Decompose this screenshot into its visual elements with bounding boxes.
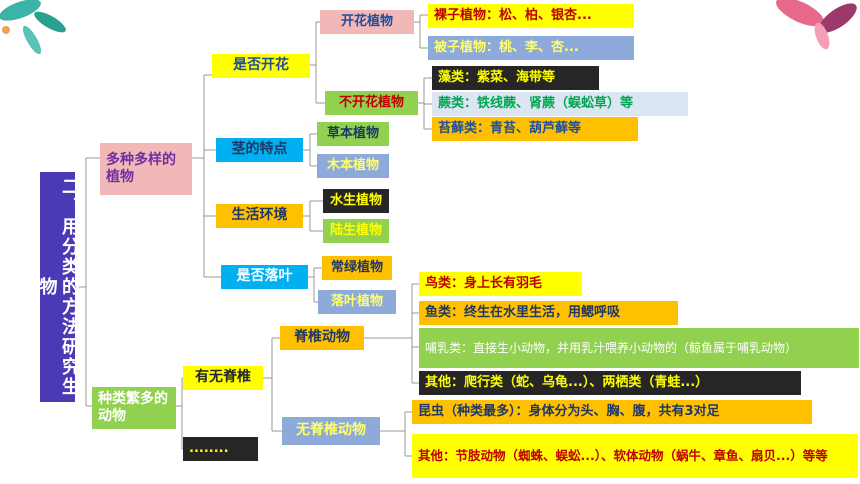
leaf-angiosperm-label: 被子植物：桃、李、杏... <box>434 39 579 55</box>
leaf-moss-label: 苔藓类：青苔、葫芦藓等 <box>438 120 582 136</box>
leaf-woody: 木本植物 <box>317 154 389 178</box>
leaf-fern: 蕨类：铁线蕨、肾蕨（蜈蚣草）等 <box>432 92 688 116</box>
node-invertebrates: 无脊椎动物 <box>282 417 380 445</box>
node-leaf-question-label: 是否落叶 <box>236 268 293 285</box>
node-plants: 多种多样的植物 <box>100 143 192 195</box>
leaf-mammals-label: 哺乳类：直接生小动物，并用乳汁喂养小动物的（鲸鱼属于哺乳动物） <box>425 340 798 355</box>
node-leaf-question: 是否落叶 <box>221 265 308 289</box>
leaf-birds-label: 鸟类：身上长有羽毛 <box>425 275 543 291</box>
leaf-evergreen: 常绿植物 <box>322 256 392 280</box>
leaf-aquatic: 水生植物 <box>323 189 389 213</box>
leaf-deciduous: 落叶植物 <box>318 290 396 314</box>
leaf-fish: 鱼类：终生在水里生活，用鳃呼吸 <box>419 301 678 325</box>
leaf-algae-label: 藻类：紫菜、海带等 <box>438 69 556 85</box>
node-habitat-question-label: 生活环境 <box>231 207 288 224</box>
node-vertebrates: 脊椎动物 <box>280 326 364 350</box>
leaf-mammals: 哺乳类：直接生小动物，并用乳汁喂养小动物的（鲸鱼属于哺乳动物） <box>419 328 859 368</box>
leaf-terrestrial-label: 陆生植物 <box>329 222 382 238</box>
leaf-other-invertebrates-label: 其他：节肢动物（蜘蛛、蜈蚣...）、软体动物（蜗牛、章鱼、扇贝...）等等 <box>418 448 828 464</box>
node-habitat-question: 生活环境 <box>216 204 303 228</box>
leaf-decoration-left <box>0 0 66 55</box>
leaf-angiosperm: 被子植物：桃、李、杏... <box>428 36 634 60</box>
leaf-gymnosperm: 裸子植物：松、柏、银杏... <box>428 4 634 28</box>
node-plants-label: 多种多样的植物 <box>106 151 176 186</box>
node-invertebrates-label: 无脊椎动物 <box>296 422 366 439</box>
leaf-herb: 草本植物 <box>317 122 389 146</box>
leaf-terrestrial: 陆生植物 <box>323 219 389 243</box>
node-vertebrates-label: 脊椎动物 <box>294 329 350 346</box>
node-flower-question-label: 是否开花 <box>233 57 289 74</box>
node-flower-question: 是否开花 <box>212 54 310 78</box>
leaf-fish-label: 鱼类：终生在水里生活，用鳃呼吸 <box>425 304 621 320</box>
node-animals: 种类繁多的动物 <box>92 387 176 429</box>
leaf-birds: 鸟类：身上长有羽毛 <box>419 272 582 296</box>
node-flowering-label: 开花植物 <box>340 13 393 29</box>
leaf-gymnosperm-label: 裸子植物：松、柏、银杏... <box>434 7 592 23</box>
leaf-woody-label: 木本植物 <box>326 157 379 173</box>
leaf-other-vertebrates-label: 其他：爬行类（蛇、乌龟...）、两栖类（青蛙...） <box>425 374 709 390</box>
leaf-algae: 藻类：紫菜、海带等 <box>432 66 599 90</box>
root-title-text: 二、用分类的方法研究生物 <box>36 177 81 397</box>
node-animals-label: 种类繁多的动物 <box>98 390 168 425</box>
node-stem-question-label: 茎的特点 <box>231 141 288 158</box>
node-more-label: ........ <box>189 440 229 456</box>
leaf-other-vertebrates: 其他：爬行类（蛇、乌龟...）、两栖类（青蛙...） <box>419 371 801 395</box>
node-nonflowering-label: 不开花植物 <box>338 94 404 110</box>
leaf-herb-label: 草本植物 <box>326 125 379 141</box>
node-nonflowering: 不开花植物 <box>325 91 418 115</box>
leaf-moss: 苔藓类：青苔、葫芦藓等 <box>432 117 638 141</box>
leaf-other-invertebrates: 其他：节肢动物（蜘蛛、蜈蚣...）、软体动物（蜗牛、章鱼、扇贝...）等等 <box>412 434 858 478</box>
leaf-insects: 昆虫（种类最多）：身体分为头、胸、腹，共有3对足 <box>412 400 812 424</box>
node-flowering: 开花植物 <box>320 10 414 34</box>
root-title: 二、用分类的方法研究生物 <box>37 172 80 402</box>
leaf-deciduous-label: 落叶植物 <box>330 293 383 309</box>
node-more: ........ <box>183 437 258 461</box>
leaf-insects-label: 昆虫（种类最多）：身体分为头、胸、腹，共有3对足 <box>418 403 720 419</box>
node-stem-question: 茎的特点 <box>216 138 303 162</box>
node-spine-question: 有无脊椎 <box>183 366 263 390</box>
leaf-fern-label: 蕨类：铁线蕨、肾蕨（蜈蚣草）等 <box>438 95 634 111</box>
leaf-decoration-right <box>776 0 857 50</box>
leaf-aquatic-label: 水生植物 <box>329 192 382 208</box>
node-spine-question-label: 有无脊椎 <box>195 369 251 386</box>
leaf-evergreen-label: 常绿植物 <box>330 259 383 275</box>
